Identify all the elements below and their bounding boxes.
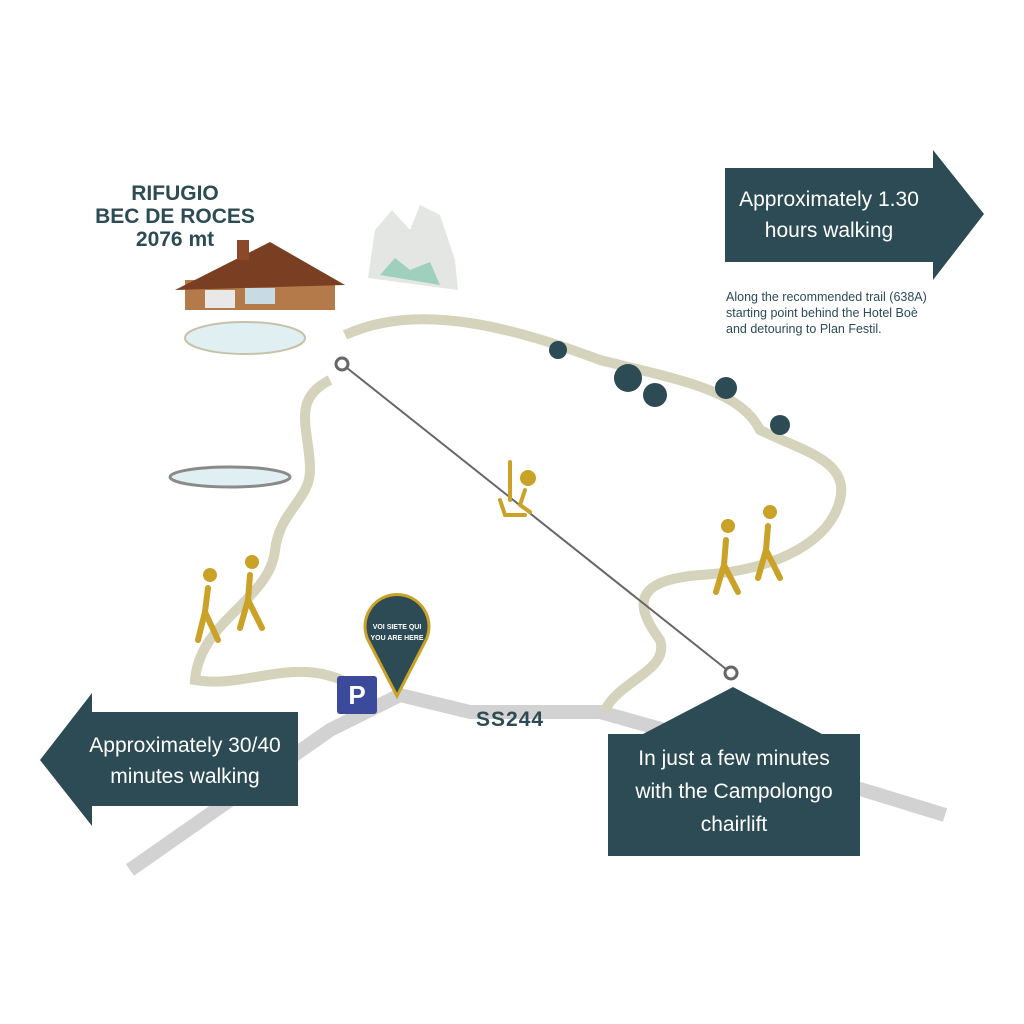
hut-altitude: 2076 mt (135, 228, 215, 251)
right-arrow-line2: hours walking (764, 219, 894, 242)
trail-note: Along the recommended trail (638A) start… (726, 289, 966, 337)
note-line3: and detouring to Plan Festil. (726, 322, 882, 336)
rock-illustration (368, 205, 458, 290)
chairlift-line2: with the Campolongo (635, 780, 833, 803)
road-label: SS244 (476, 708, 545, 731)
note-line1: Along the recommended trail (638A) (726, 290, 927, 304)
chairlift-line1: In just a few minutes (638, 747, 830, 770)
hikers-icon-right (713, 505, 783, 595)
chairlift-icon (498, 460, 536, 517)
pin-line1: VOI SIETE QUI (372, 624, 422, 631)
you-are-here-pin (363, 592, 431, 700)
hut-title: RIFUGIO BEC DE ROCES 2076 mt (90, 182, 260, 251)
hut-name-line2: BEC DE ROCES (95, 205, 255, 228)
lake (168, 465, 292, 489)
chairlift-station-top (334, 356, 350, 372)
trees (549, 341, 790, 435)
hut-illustration (175, 240, 345, 355)
right-arrow-label: Approximately 1.30 hours walking (725, 184, 933, 246)
left-arrow-label: Approximately 30/40 minutes walking (70, 730, 300, 792)
hikers-icon-left (195, 555, 265, 643)
chairlift-line3: chairlift (700, 813, 768, 836)
pin-label: VOI SIETE QUI YOU ARE HERE (364, 622, 430, 644)
chairlift-station-bottom (723, 665, 739, 681)
arrow-left-shape (40, 693, 298, 826)
parking-sign: P (337, 676, 377, 714)
right-arrow-line1: Approximately 1.30 (739, 188, 919, 211)
left-arrow-line2: minutes walking (110, 765, 260, 788)
chairlift-cable (341, 363, 732, 674)
hut-name-line1: RIFUGIO (131, 182, 219, 205)
arrow-up-shape (608, 687, 860, 856)
left-arrow-line1: Approximately 30/40 (89, 734, 281, 757)
trail-left (189, 375, 363, 695)
pin-line2: YOU ARE HERE (370, 635, 424, 642)
arrow-right-shape (725, 150, 984, 280)
chairlift-label: In just a few minutes with the Campolong… (608, 742, 860, 841)
note-line2: starting point behind the Hotel Boè (726, 306, 918, 320)
